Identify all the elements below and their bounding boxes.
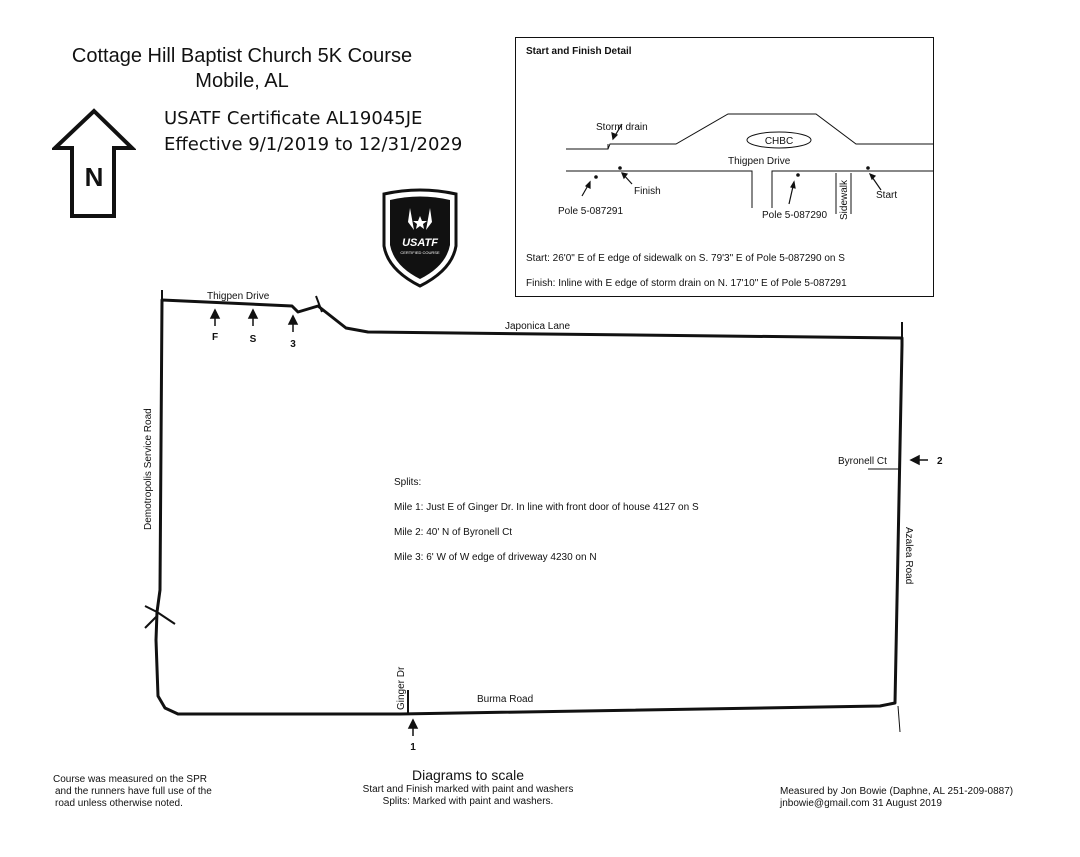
thigpen-drive-label: Thigpen Drive <box>207 291 270 302</box>
usatf-logo-icon: USATF CERTIFIED COURSE <box>382 188 458 288</box>
azalea-road-label: Azalea Road <box>903 527 914 584</box>
footer-note-line3: road unless otherwise noted. <box>55 798 183 809</box>
footer-note-line1: Course was measured on the SPR <box>53 774 207 785</box>
certificate-effective-dates: Effective 9/1/2019 to 12/31/2029 <box>164 134 463 155</box>
pole-start-label: Pole 5-087290 <box>762 210 827 221</box>
split-mile1: Mile 1: Just E of Ginger Dr. In line wit… <box>394 502 699 513</box>
finish-marker-arrow-icon <box>209 308 221 319</box>
detail-title: Start and Finish Detail <box>526 46 632 57</box>
north-letter: N <box>85 162 104 192</box>
start-finish-detail-inset: Start and Finish Detail Storm drain CHBC… <box>515 37 934 297</box>
finish-marker-label: F <box>212 332 218 343</box>
demotropolis-road-label: Demotropolis Service Road <box>143 408 154 530</box>
byronell-ct-label: Byronell Ct <box>838 456 887 467</box>
thigpen-detail-label: Thigpen Drive <box>728 156 791 167</box>
certificate-info: USATF Certificate AL19045JE Effective 9/… <box>164 106 462 158</box>
marking-note-splits: Splits: Marked with paint and washers. <box>382 796 554 807</box>
footer-measurement-note: Course was measured on the SPR and the r… <box>53 774 212 810</box>
pole-finish-label: Pole 5-087291 <box>558 206 623 217</box>
logo-subtext: CERTIFIED COURSE <box>400 250 440 255</box>
marking-note-start-finish: Start and Finish marked with paint and w… <box>362 784 574 795</box>
course-title-line1: Cottage Hill Baptist Church 5K Course <box>71 45 413 67</box>
measurer-contact-date: jnbowie@gmail.com 31 August 2019 <box>780 798 942 809</box>
course-title: Cottage Hill Baptist Church 5K Course Mo… <box>42 44 442 94</box>
finish-label: Finish <box>634 186 661 197</box>
start-marker-label: S <box>250 334 257 345</box>
diagrams-to-scale: Diagrams to scale <box>411 767 525 783</box>
split-mile3: Mile 3: 6' W of W edge of driveway 4230 … <box>394 552 597 563</box>
footer-measurer: Measured by Jon Bowie (Daphne, AL 251-20… <box>780 786 1013 810</box>
finish-description: Finish: Inline with E edge of storm drai… <box>526 278 847 289</box>
logo-text: USATF <box>402 237 438 249</box>
mile1-marker-arrow-icon <box>407 718 419 729</box>
mile2-marker-arrow-icon <box>909 454 920 466</box>
footer-diagram-notes: Diagrams to scale Start and Finish marke… <box>336 767 600 808</box>
start-description: Start: 26'0" E of E edge of sidewalk on … <box>526 253 845 264</box>
split-mile2: Mile 2: 40' N of Byronell Ct <box>394 527 512 538</box>
certificate-number: USATF Certificate AL19045JE <box>164 108 423 129</box>
chbc-label: CHBC <box>765 136 793 147</box>
start-label: Start <box>876 190 897 201</box>
ginger-dr-label: Ginger Dr <box>396 666 407 710</box>
japonica-lane-label: Japonica Lane <box>505 321 570 332</box>
north-arrow-icon: N <box>52 108 136 218</box>
start-marker-arrow-icon <box>247 308 259 319</box>
detail-diagram: Storm drain CHBC Thigpen Drive Finish St… <box>558 113 933 221</box>
splits-heading: Splits: <box>394 477 421 488</box>
sidewalk-label: Sidewalk <box>839 179 850 220</box>
mile2-marker-label: 2 <box>937 456 943 467</box>
mile3-marker-arrow-icon <box>287 314 299 325</box>
course-route <box>154 298 904 716</box>
storm-drain-label: Storm drain <box>596 122 648 133</box>
measurer-name: Measured by Jon Bowie (Daphne, AL 251-20… <box>780 786 1014 797</box>
mile3-marker-label: 3 <box>290 339 296 350</box>
course-location: Mobile, AL <box>195 70 289 92</box>
mile1-marker-label: 1 <box>410 742 416 753</box>
footer-note-line2: and the runners have full use of the <box>55 786 212 797</box>
burma-road-label: Burma Road <box>477 694 533 705</box>
